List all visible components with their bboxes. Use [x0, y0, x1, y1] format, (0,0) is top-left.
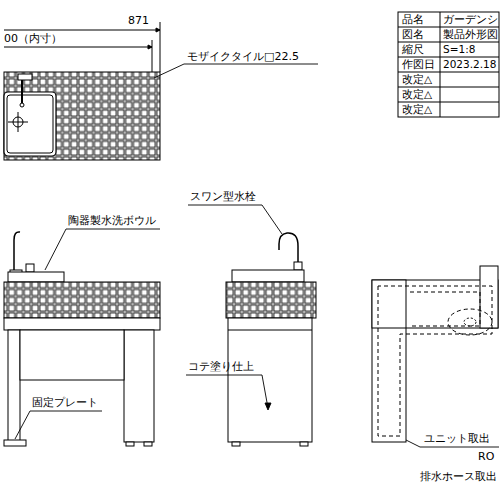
- title-block: [398, 12, 499, 117]
- dimension-lines: [4, 22, 160, 72]
- callout-text: モザイクタイル□22.5: [187, 50, 299, 63]
- callout-text: スワン型水栓: [190, 190, 256, 203]
- table-cell: 2023.2.18: [443, 57, 496, 72]
- plan-view: [372, 266, 498, 442]
- top-view: [4, 72, 160, 160]
- table-cell: ガーデンシ: [443, 12, 498, 27]
- table-cell: 品名: [402, 12, 424, 27]
- callout-text: RO: [478, 450, 494, 463]
- dimension-text: 00（内寸）: [4, 32, 62, 45]
- leader-lines: [15, 64, 499, 447]
- table-cell: 図名: [402, 27, 424, 42]
- callout-text: コテ塗り仕上: [188, 360, 254, 373]
- callout-text: 陶器製水洗ボウル: [68, 214, 156, 227]
- side-view: [226, 233, 316, 446]
- table-cell: 改定△: [402, 102, 432, 117]
- table-cell: 製品外形図: [443, 27, 498, 42]
- callout-text: 固定プレート: [32, 396, 98, 409]
- table-cell: 改定△: [402, 87, 432, 102]
- dimension-text: 871: [128, 14, 149, 27]
- front-view: [4, 232, 160, 446]
- table-cell: 改定△: [402, 72, 432, 87]
- table-cell: S=1:8: [443, 42, 475, 57]
- callout-text: ユニット取出: [424, 432, 490, 445]
- table-cell: 縮尺: [402, 42, 424, 57]
- table-cell: 作図日: [402, 57, 435, 72]
- callout-text: 排水ホース取出: [420, 470, 497, 483]
